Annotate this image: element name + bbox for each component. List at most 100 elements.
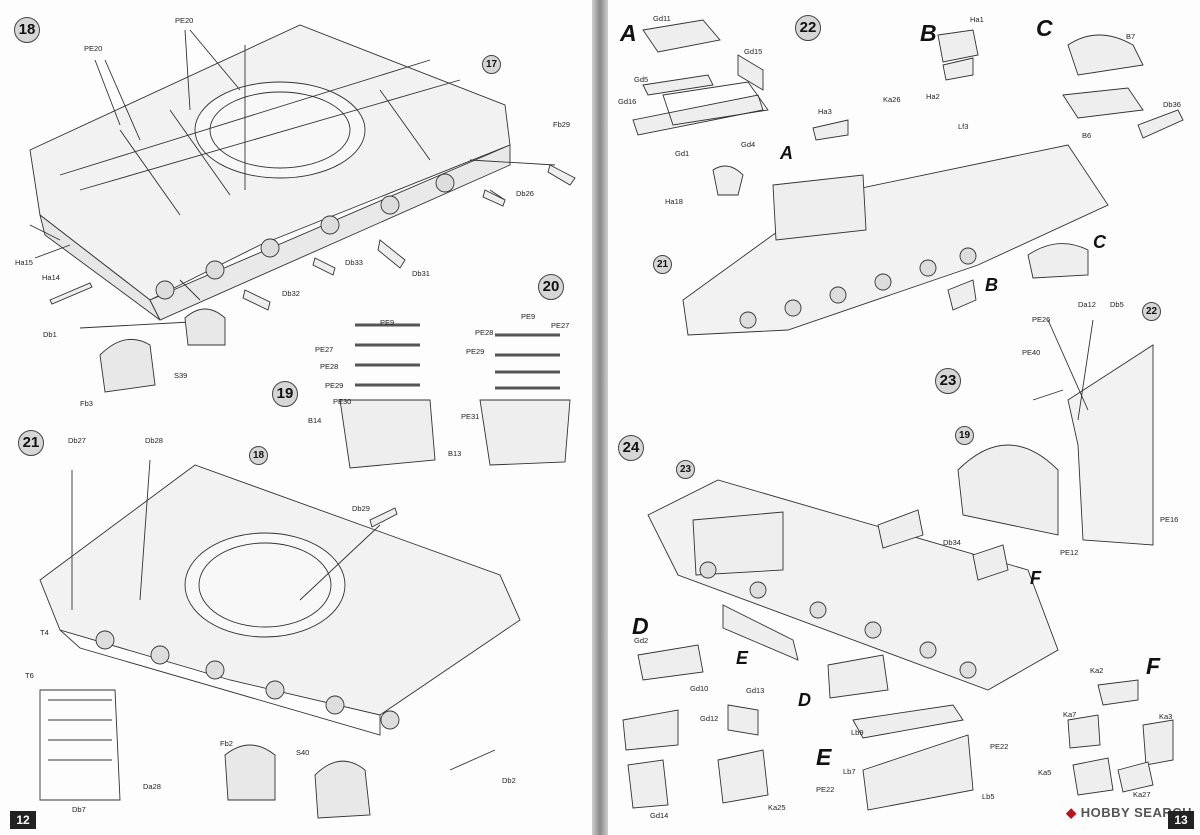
part-label: PE31: [461, 412, 480, 421]
part-label: PE26: [1032, 315, 1051, 324]
hull-drawing-step23: [1067, 344, 1154, 546]
part-label: PE28: [475, 328, 494, 337]
part-label: Ka5: [1038, 768, 1052, 777]
part-label: Gd4: [741, 140, 756, 149]
watermark: ◆ HOBBY SEARCH: [1066, 805, 1192, 820]
part-label: PE29: [325, 381, 344, 390]
hull-drawing-step22: [682, 144, 1109, 336]
part-label: Db7: [72, 805, 86, 814]
sub-assembly-letter-c: C: [1093, 232, 1106, 252]
part-label: Ka7: [1063, 710, 1077, 719]
step-21-badge: 21: [18, 430, 44, 456]
part-label: PE40: [1022, 348, 1041, 357]
part-label: Gd14: [650, 811, 669, 820]
part-label: Gd1: [675, 149, 690, 158]
step-19-callout: 19: [955, 426, 974, 445]
step-22-callout: 22: [1142, 302, 1161, 321]
step-23-badge: 23: [935, 368, 961, 394]
mudguard-drawing-step19: [339, 399, 436, 469]
part-label: B6: [1082, 131, 1092, 140]
part-label: Ha1: [970, 15, 984, 24]
sub-assembly-letter-a: A: [620, 20, 637, 46]
part-label: Ha2: [926, 92, 940, 101]
step-20-badge: 20: [538, 274, 564, 300]
part-label: T6: [25, 671, 34, 680]
part-label: S39: [174, 371, 188, 380]
part-label: Fb29: [553, 120, 571, 129]
part-label: Db26: [516, 189, 534, 198]
sub-assembly-letter-f: F: [1030, 568, 1041, 588]
part-label: PE20: [175, 16, 194, 25]
part-label: Db5: [1110, 300, 1124, 309]
step-24-badge: 24: [618, 435, 644, 461]
sub-assembly-letter-e: E: [816, 744, 832, 770]
part-label: PE22: [990, 742, 1009, 751]
part-label: Ka25: [768, 803, 786, 812]
step-19-badge: 19: [272, 381, 298, 407]
mudguard-drawing-step23: [957, 444, 1059, 536]
part-label: PE29: [466, 347, 485, 356]
part-label: Gd2: [634, 636, 649, 645]
part-label: Ka2: [1090, 666, 1104, 675]
part-label: Lb7: [843, 767, 856, 776]
part-label: Fb2: [220, 739, 233, 748]
part-label: B13: [448, 449, 462, 458]
part-label: PE20: [84, 44, 103, 53]
sub-assembly-letter-b: B: [920, 20, 937, 46]
step-21-callout: 21: [653, 255, 672, 274]
part-label: PE9: [380, 318, 395, 327]
part-label: Gd5: [634, 75, 649, 84]
part-label: Gd12: [700, 714, 719, 723]
part-label: PE12: [1060, 548, 1079, 557]
sub-assembly-letter-a: A: [780, 143, 793, 163]
step-17-callout: 17: [482, 55, 501, 74]
part-label: Db1: [43, 330, 57, 339]
part-label: Ha18: [665, 197, 683, 206]
part-label: Db27: [68, 436, 86, 445]
part-label: Gd15: [744, 47, 763, 56]
part-label: Gd13: [746, 686, 765, 695]
part-label: Da28: [143, 782, 161, 791]
part-label: Db33: [345, 258, 363, 267]
part-label: Db28: [145, 436, 163, 445]
right-instruction-page: A B C A C B D E D E F F 22 21 22 23 19 2…: [608, 0, 1200, 835]
part-label: PE28: [320, 362, 339, 371]
right-page-drawings: [622, 19, 1184, 811]
part-label: T4: [40, 628, 49, 637]
part-label: Ha15: [15, 258, 33, 267]
part-label: Lf3: [958, 122, 969, 131]
part-label: PE27: [551, 321, 570, 330]
part-label: Db2: [502, 776, 516, 785]
part-label: Gd11: [653, 14, 671, 23]
part-label: Db34: [943, 538, 961, 547]
part-label: Lb9: [851, 728, 864, 737]
part-label: Db36: [1163, 100, 1181, 109]
part-label: PE9: [521, 312, 536, 321]
sub-assembly-letter-d: D: [798, 690, 811, 710]
step-22-badge: 22: [795, 15, 821, 41]
sub-assembly-letter-c: C: [1036, 15, 1053, 41]
part-label: Fb3: [80, 399, 93, 408]
part-label: Lb5: [982, 792, 995, 801]
left-instruction-page: 18 17 19 20 21 18 PE20 PE20 Fb29 Db26 Ha…: [0, 0, 592, 835]
page-number: 12: [10, 811, 36, 829]
page-number: 13: [1168, 811, 1194, 829]
part-label: Ha14: [42, 273, 60, 282]
book-spine: [592, 0, 608, 835]
step-18-badge: 18: [14, 17, 40, 43]
sub-assembly-letter-f: F: [1146, 653, 1161, 679]
part-label: Db32: [282, 289, 300, 298]
part-label: Ka26: [883, 95, 901, 104]
sub-assembly-letter-e: E: [736, 648, 749, 668]
sub-assembly-letter-d: D: [632, 613, 649, 639]
part-label: Ka3: [1159, 712, 1173, 721]
part-label: B14: [308, 416, 322, 425]
step-23-callout: 23: [676, 460, 695, 479]
part-label: PE16: [1160, 515, 1179, 524]
part-label: PE30: [333, 397, 352, 406]
part-label: Da12: [1078, 300, 1096, 309]
sub-assembly-letter-b: B: [985, 275, 998, 295]
part-label: Db31: [412, 269, 430, 278]
part-label: Db29: [352, 504, 370, 513]
part-label: Gd10: [690, 684, 709, 693]
